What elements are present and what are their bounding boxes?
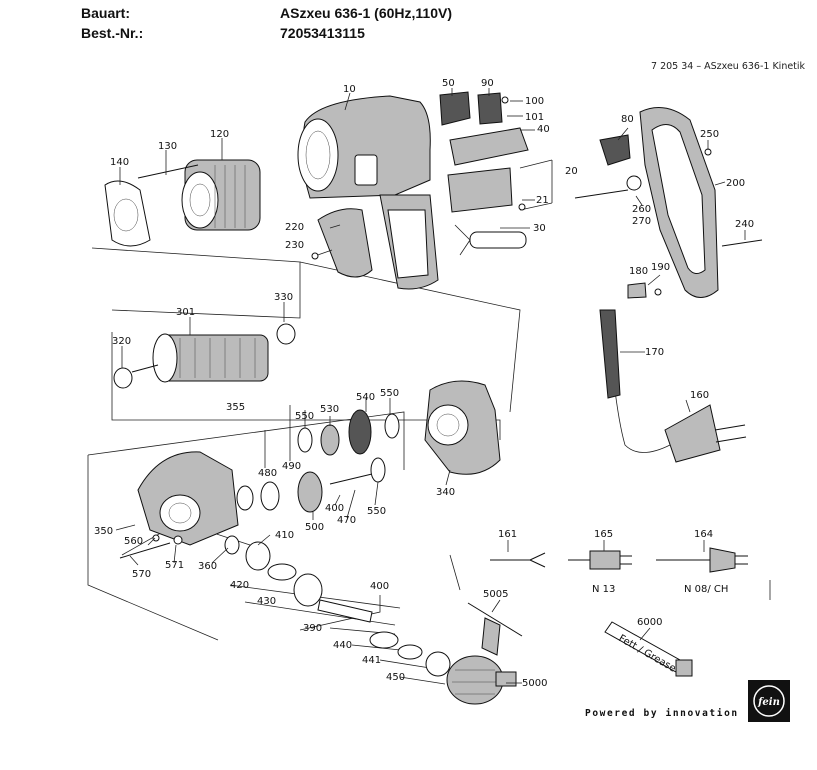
field-coil bbox=[181, 159, 261, 231]
best-nr-value: 72053413115 bbox=[280, 25, 365, 41]
gear-cover bbox=[137, 451, 239, 546]
part-number: 190 bbox=[651, 262, 670, 273]
part-number: 410 bbox=[275, 530, 294, 541]
part-number: 180 bbox=[629, 266, 648, 277]
plug-options bbox=[490, 547, 748, 573]
part-number: 101 bbox=[525, 112, 544, 123]
part-number: 550 bbox=[367, 506, 386, 517]
part-number: 301 bbox=[176, 307, 195, 318]
part-number: 250 bbox=[700, 129, 719, 140]
part-number: 540 bbox=[356, 392, 375, 403]
part-number: 10 bbox=[343, 84, 356, 95]
part-number: 450 bbox=[386, 672, 405, 683]
part-number: 80 bbox=[621, 114, 634, 125]
part-number: 571 bbox=[165, 560, 184, 571]
part-number: 220 bbox=[285, 222, 304, 233]
part-number: 470 bbox=[337, 515, 356, 526]
part-number: 200 bbox=[726, 178, 745, 189]
part-number: 40 bbox=[537, 124, 550, 135]
bauart-label: Bauart: bbox=[81, 5, 131, 21]
part-number: 550 bbox=[295, 411, 314, 422]
armature bbox=[131, 333, 269, 383]
part-number: 320 bbox=[112, 336, 131, 347]
part-number: 490 bbox=[282, 461, 301, 472]
motor-housing bbox=[297, 95, 439, 290]
switch-assembly bbox=[439, 91, 529, 256]
part-number: 120 bbox=[210, 129, 229, 140]
screw-240 bbox=[721, 239, 763, 247]
screw-130 bbox=[137, 164, 199, 179]
small-parts bbox=[152, 134, 712, 555]
part-number: 6000 bbox=[637, 617, 662, 628]
part-number: 340 bbox=[436, 487, 455, 498]
bearing-320 bbox=[113, 367, 133, 389]
part-number: 350 bbox=[94, 526, 113, 537]
gear-housing bbox=[424, 380, 501, 475]
part-number: 480 bbox=[258, 468, 277, 479]
part-number: 170 bbox=[645, 347, 664, 358]
part-number: 355 bbox=[226, 402, 245, 413]
part-number: 400 bbox=[370, 581, 389, 592]
part-number: 165 bbox=[594, 529, 613, 540]
part-number: 30 bbox=[533, 223, 546, 234]
part-number: 500 bbox=[305, 522, 324, 533]
logo-text: fein bbox=[757, 697, 780, 708]
part-number: 441 bbox=[362, 655, 381, 666]
part-number: 50 bbox=[442, 78, 455, 89]
part-number: 550 bbox=[380, 388, 399, 399]
chuck-key bbox=[467, 602, 523, 656]
part-number: 560 bbox=[124, 536, 143, 547]
part-number: 360 bbox=[198, 561, 217, 572]
part-number: 430 bbox=[257, 596, 276, 607]
part-number: 240 bbox=[735, 219, 754, 230]
bauart-value: ASzxeu 636-1 (60Hz,110V) bbox=[280, 5, 452, 21]
housing-cover bbox=[317, 208, 373, 278]
best-nr-label: Best.-Nr.: bbox=[81, 25, 144, 41]
part-number: 140 bbox=[110, 157, 129, 168]
part-number: 90 bbox=[481, 78, 494, 89]
part-number: 230 bbox=[285, 240, 304, 251]
part-number: 420 bbox=[230, 580, 249, 591]
leader-lines bbox=[115, 88, 746, 684]
part-number: 164 bbox=[694, 529, 713, 540]
brand-slogan: Powered by innovation bbox=[585, 708, 739, 719]
drill-chuck bbox=[446, 655, 517, 705]
part-number: 5005 bbox=[483, 589, 508, 600]
part-number: 260 bbox=[632, 204, 651, 215]
plug-label-n08-ch: N 08/ CH bbox=[684, 584, 728, 595]
part-number: 100 bbox=[525, 96, 544, 107]
fein-logo: fein bbox=[748, 680, 790, 722]
part-number: 161 bbox=[498, 529, 517, 540]
bearing-330 bbox=[276, 323, 296, 345]
part-number: 330 bbox=[274, 292, 293, 303]
handle-shell bbox=[639, 107, 719, 298]
part-number: 400 bbox=[325, 503, 344, 514]
plug-label-n13: N 13 bbox=[592, 584, 615, 595]
power-plug bbox=[664, 404, 747, 463]
part-number: 530 bbox=[320, 404, 339, 415]
part-number: 160 bbox=[690, 390, 709, 401]
part-number: 5000 bbox=[522, 678, 547, 689]
part-number: 21 bbox=[536, 195, 549, 206]
gear-set bbox=[236, 409, 451, 677]
part-number: 390 bbox=[303, 623, 322, 634]
part-number: 20 bbox=[565, 166, 578, 177]
part-number: 440 bbox=[333, 640, 352, 651]
reference-text: 7 205 34 – ASzxeu 636-1 Kinetik bbox=[651, 61, 806, 72]
bracket-140 bbox=[104, 180, 151, 247]
screw-570 bbox=[119, 542, 171, 559]
part-number-labels: 10 20 21 30 40 50 80 90 100 101 120 130 … bbox=[94, 78, 754, 689]
part-number: 130 bbox=[158, 141, 177, 152]
part-number: 570 bbox=[132, 569, 151, 580]
part-number: 270 bbox=[632, 216, 651, 227]
